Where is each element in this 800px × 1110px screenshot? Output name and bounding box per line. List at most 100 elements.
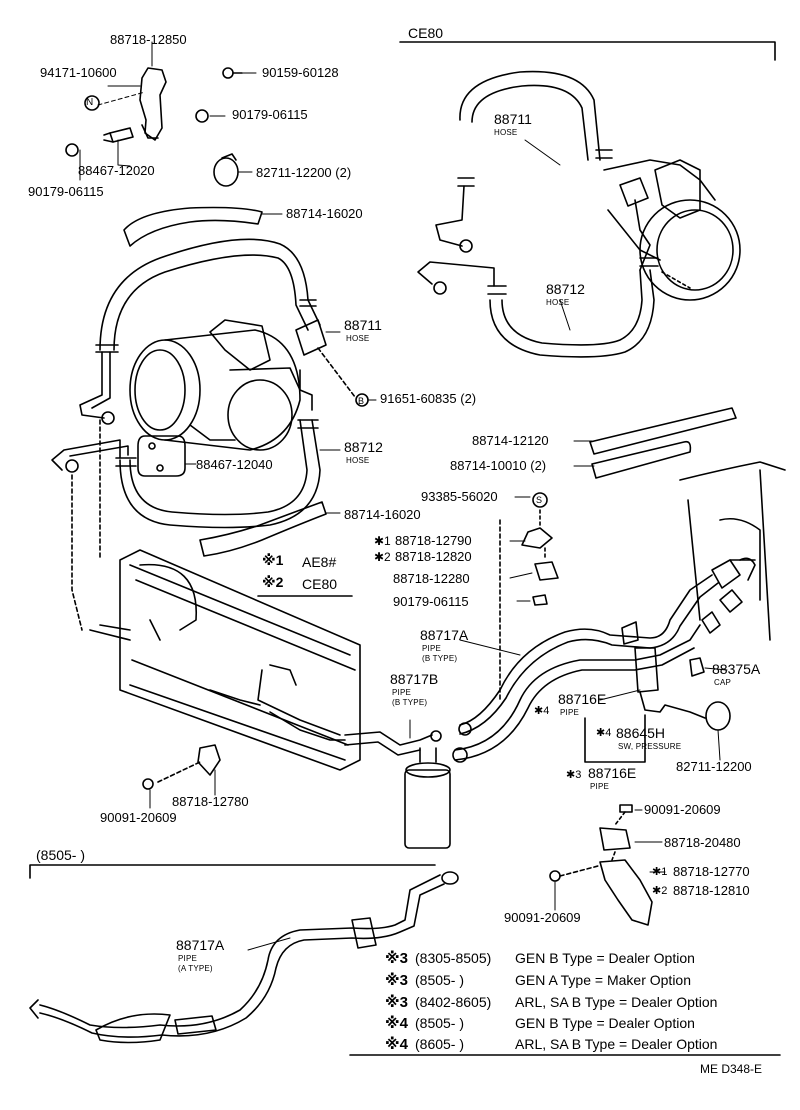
bracket-88718-12770 bbox=[599, 859, 653, 926]
part-88467-12040 bbox=[137, 435, 186, 477]
part-88717a-b-label: 88717A bbox=[420, 627, 469, 643]
part-93385-56020-label: 93385-56020 bbox=[421, 489, 498, 504]
part-88718-12850-label: 88718-12850 bbox=[110, 32, 187, 47]
note-5-range: (8605- ) bbox=[415, 1036, 465, 1052]
note-3-desc: ARL, SA B Type = Dealer Option bbox=[515, 994, 718, 1010]
part-88714-10010-label: 88714-10010 (2) bbox=[450, 458, 547, 473]
part-88716e-b-sub: PIPE bbox=[590, 782, 610, 791]
note-4-range: (8505- ) bbox=[415, 1015, 465, 1031]
marker-3-88716e: ✱3 bbox=[566, 769, 582, 781]
compressor-b bbox=[639, 199, 741, 301]
note-3-range: (8402-8605) bbox=[415, 994, 492, 1010]
part-88717a-b-sub1: PIPE bbox=[422, 644, 442, 653]
note-row-1: ※3(8305-8505)GEN B Type = Dealer Option bbox=[385, 950, 695, 967]
clip-88718-12280 bbox=[534, 561, 559, 581]
note-3-mark: ※3 bbox=[385, 994, 408, 1011]
part-88718-12820-label: 88718-12820 bbox=[395, 549, 472, 564]
date-range-bracket bbox=[29, 864, 436, 879]
clamp-82711-12200-a bbox=[213, 157, 239, 187]
part-88645h-sub: SW, PRESSURE bbox=[618, 742, 682, 751]
note-4-desc: GEN B Type = Dealer Option bbox=[515, 1015, 695, 1031]
part-88718-12280-label: 88718-12280 bbox=[393, 571, 470, 586]
part-88467-12020-label: 88467-12020 bbox=[78, 163, 155, 178]
bolt-90159-60128 bbox=[222, 67, 234, 79]
nut-90179-06115-a bbox=[195, 109, 209, 123]
n-symbol: N bbox=[86, 97, 94, 108]
pipe-88717a-a bbox=[39, 874, 441, 1029]
part-82711-12200-b-label: 82711-12200 bbox=[676, 759, 752, 774]
part-82711-12200-a-label: 82711-12200 (2) bbox=[256, 165, 352, 180]
part-88467-12020 bbox=[109, 127, 134, 143]
marker-1-88718-12770: ✱1 bbox=[652, 866, 668, 878]
part-88712-b-sub: HOSE bbox=[546, 298, 570, 307]
part-88718-12810-label: 88718-12810 bbox=[673, 883, 750, 898]
pressure-switch-88645h bbox=[634, 647, 659, 693]
part-88711-a-sub: HOSE bbox=[346, 334, 370, 343]
bracket-88718-12780 bbox=[197, 744, 221, 776]
legend-marker-1: ※1 bbox=[262, 552, 284, 568]
hose-88714-16020-a bbox=[123, 206, 263, 247]
part-88714-16020-b-label: 88714-16020 bbox=[344, 507, 421, 522]
part-90091-20609-a-label: 90091-20609 bbox=[100, 810, 177, 825]
note-5-desc: ARL, SA B Type = Dealer Option bbox=[515, 1036, 718, 1052]
marker-1-88718-12790: ✱1 bbox=[374, 534, 391, 548]
hose-88714-10010 bbox=[591, 440, 692, 479]
part-90091-20609-b-label: 90091-20609 bbox=[644, 802, 721, 817]
part-88375a-sub: CAP bbox=[714, 678, 732, 687]
bracket-88718-12850 bbox=[139, 67, 167, 141]
part-88718-12780-label: 88718-12780 bbox=[172, 794, 249, 809]
part-88712-b-label: 88712 bbox=[546, 281, 585, 297]
part-90179-06115-c-label: 90179-06115 bbox=[393, 594, 469, 609]
part-88375a-label: 88375A bbox=[712, 661, 761, 677]
part-88717a-b-sub2: (B TYPE) bbox=[422, 654, 458, 663]
legend-ce80: CE80 bbox=[302, 576, 338, 592]
legend-marker-2: ※2 bbox=[262, 574, 284, 590]
part-88714-16020-a-label: 88714-16020 bbox=[286, 206, 363, 221]
hose-88711-a bbox=[99, 238, 321, 351]
nut-90179-06115-b bbox=[65, 143, 79, 157]
part-91651-60835-label: 91651-60835 (2) bbox=[380, 391, 477, 406]
receiver-drier bbox=[404, 769, 451, 849]
s-symbol: S bbox=[536, 495, 543, 505]
note-row-3: ※3 (8402-8605) ARL, SA B Type = Dealer Opt… bbox=[385, 994, 717, 1011]
hose-88714-16020-b bbox=[199, 501, 327, 557]
note-2-range: (8505- ) bbox=[415, 972, 465, 988]
note-1-mark: ※3 bbox=[385, 950, 408, 967]
part-88717b-label: 88717B bbox=[390, 671, 439, 687]
clamp-82711-12200-b bbox=[705, 701, 731, 731]
part-90159-60128-label: 90159-60128 bbox=[262, 65, 339, 80]
note-2-desc: GEN A Type = Maker Option bbox=[515, 972, 691, 988]
pipe-88717b bbox=[344, 731, 433, 746]
note-2-mark: ※3 bbox=[385, 972, 408, 989]
part-88718-20480-label: 88718-20480 bbox=[664, 835, 741, 850]
note-row-2: ※3 (8505- ) GEN A Type = Maker Option bbox=[385, 972, 691, 989]
note-row-4: ※4 (8505- ) GEN B Type = Dealer Option bbox=[385, 1015, 695, 1032]
part-88711-b-sub: HOSE bbox=[494, 128, 518, 137]
nut-94171-10600 bbox=[84, 95, 100, 111]
model-label-ce80: CE80 bbox=[408, 25, 444, 41]
ce80-bracket bbox=[399, 41, 776, 61]
part-88714-12120-label: 88714-12120 bbox=[472, 433, 549, 448]
hose-88712-b bbox=[489, 269, 655, 358]
pipe-88716e bbox=[454, 624, 701, 751]
note-4-mark: ※4 bbox=[385, 1015, 408, 1032]
diagram-code: ME D348-E bbox=[700, 1062, 763, 1076]
part-88711-b-label: 88711 bbox=[494, 111, 532, 127]
part-90179-06115-b-label: 90179-06115 bbox=[28, 184, 104, 199]
note-1-desc: GEN B Type = Dealer Option bbox=[515, 950, 695, 966]
part-88717b-sub1: PIPE bbox=[392, 688, 412, 697]
part-88716e-a-sub: PIPE bbox=[560, 708, 580, 717]
note-5-mark: ※4 bbox=[385, 1036, 408, 1053]
part-88467-12040-label: 88467-12040 bbox=[196, 457, 273, 472]
part-88712-a-label: 88712 bbox=[344, 439, 383, 455]
legend-ae8: AE8# bbox=[302, 554, 337, 570]
part-88712-a-sub: HOSE bbox=[346, 456, 370, 465]
note-row-5: ※4 (8605- ) ARL, SA B Type = Dealer Option bbox=[385, 1036, 717, 1053]
hose-88714-12120 bbox=[589, 407, 737, 455]
marker-4-88716e: ✱4 bbox=[534, 705, 550, 717]
part-90091-20609-c-label: 90091-20609 bbox=[504, 910, 581, 925]
part-88717a-a-sub2: (A TYPE) bbox=[178, 964, 213, 973]
part-88716e-b-label: 88716E bbox=[588, 765, 637, 781]
s-symbol-circle bbox=[532, 492, 548, 508]
